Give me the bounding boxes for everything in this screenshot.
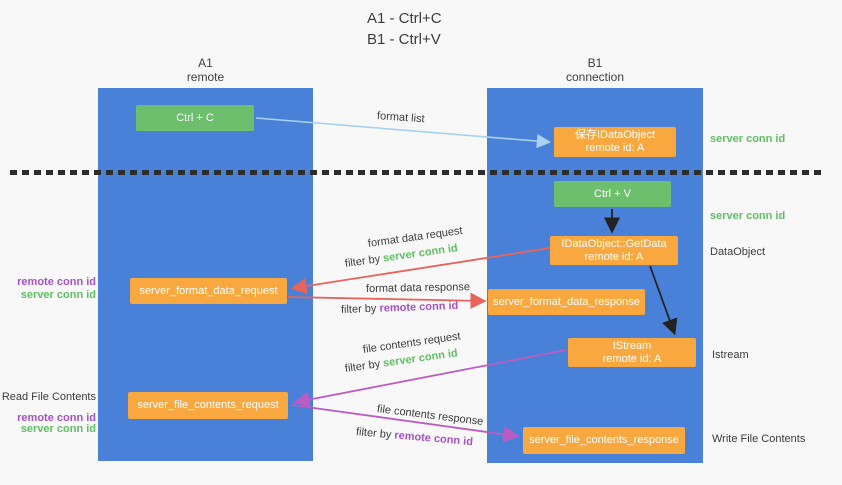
server-format-data-response-label: server_format_data_response [493,295,640,308]
remote-conn-id-mid-label: remote conn id [17,276,96,288]
istream-side-label: Istream [712,349,749,361]
lifeline-a1-role: remote [186,70,225,84]
diagram-title: A1 - Ctrl+C B1 - Ctrl+V [367,8,442,50]
lifeline-b1-name: B1 [587,56,603,70]
filter-by-text: filter by [344,357,384,375]
getdata-line1: IDataObject::GetData [561,237,667,250]
remote-conn-id-bottom-label: remote conn id [17,412,96,424]
istream-box: IStream remote id: A [568,338,696,367]
server-file-contents-request-box: server_file_contents_request [128,392,288,419]
server-conn-id-mid-label: server conn id [710,210,786,222]
title-line-b1: B1 - Ctrl+V [367,31,441,48]
lifeline-a1-name: A1 [198,56,213,70]
server-format-data-request-label: server_format_data_request [139,284,278,297]
server-file-contents-response-box: server_file_contents_response [523,427,685,454]
filter-by-text: filter by [340,302,380,316]
format-data-response-filter-label: filter by remote conn id [341,300,459,316]
lifeline-header-a1: A1 remote [98,56,313,84]
idataobject-getdata-box: IDataObject::GetData remote id: A [550,236,678,265]
ctrl-c-label: Ctrl + C [176,111,214,124]
server-format-data-response-box: server_format_data_response [488,289,645,315]
read-file-contents-label: Read File Contents [1,391,96,403]
write-file-contents-label: Write File Contents [712,433,806,445]
session-divider-dotted-line [10,170,825,175]
ctrl-v-label: Ctrl + V [594,187,631,200]
server-file-contents-response-label: server_file_contents_response [529,434,679,446]
server-conn-id-top-label: server conn id [710,133,786,145]
server-format-data-request-box: server_format_data_request [130,278,287,304]
remote-conn-id-key: remote conn id [379,299,459,315]
server-conn-id-left-mid-label: server conn id [20,289,96,301]
file-contents-response-filter-label: filter by remote conn id [355,426,473,448]
server-conn-id-left-bottom-label: server conn id [20,423,96,435]
lifeline-header-b1: B1 connection [487,56,703,84]
lifeline-b1-role: connection [565,70,625,84]
ctrl-v-box: Ctrl + V [554,181,671,207]
istream-line1: IStream [612,339,652,352]
ctrl-c-box: Ctrl + C [136,105,254,131]
save-idataobject-box: 保存IDataObject remote id: A [554,127,676,157]
save-idataobject-line2: remote id: A [585,142,645,154]
format-data-request-filter-label: filter by server conn id [344,242,458,270]
save-idataobject-line1: 保存IDataObject [574,129,656,141]
title-line-a1: A1 - Ctrl+C [367,10,442,27]
file-contents-response-arrow-label: file contents response [376,403,484,428]
filter-by-text: filter by [355,426,395,442]
remote-conn-id-key: remote conn id [393,429,474,449]
filter-by-text: filter by [344,252,384,270]
istream-line2: remote id: A [602,352,662,365]
format-list-arrow-label: format list [376,110,425,126]
server-file-contents-request-label: server_file_contents_request [137,399,279,411]
format-data-response-arrow-label: format data response [365,281,471,295]
getdata-line2: remote id: A [584,250,644,263]
file-contents-request-filter-label: filter by server conn id [344,347,458,375]
dataobject-label: DataObject [710,246,766,258]
